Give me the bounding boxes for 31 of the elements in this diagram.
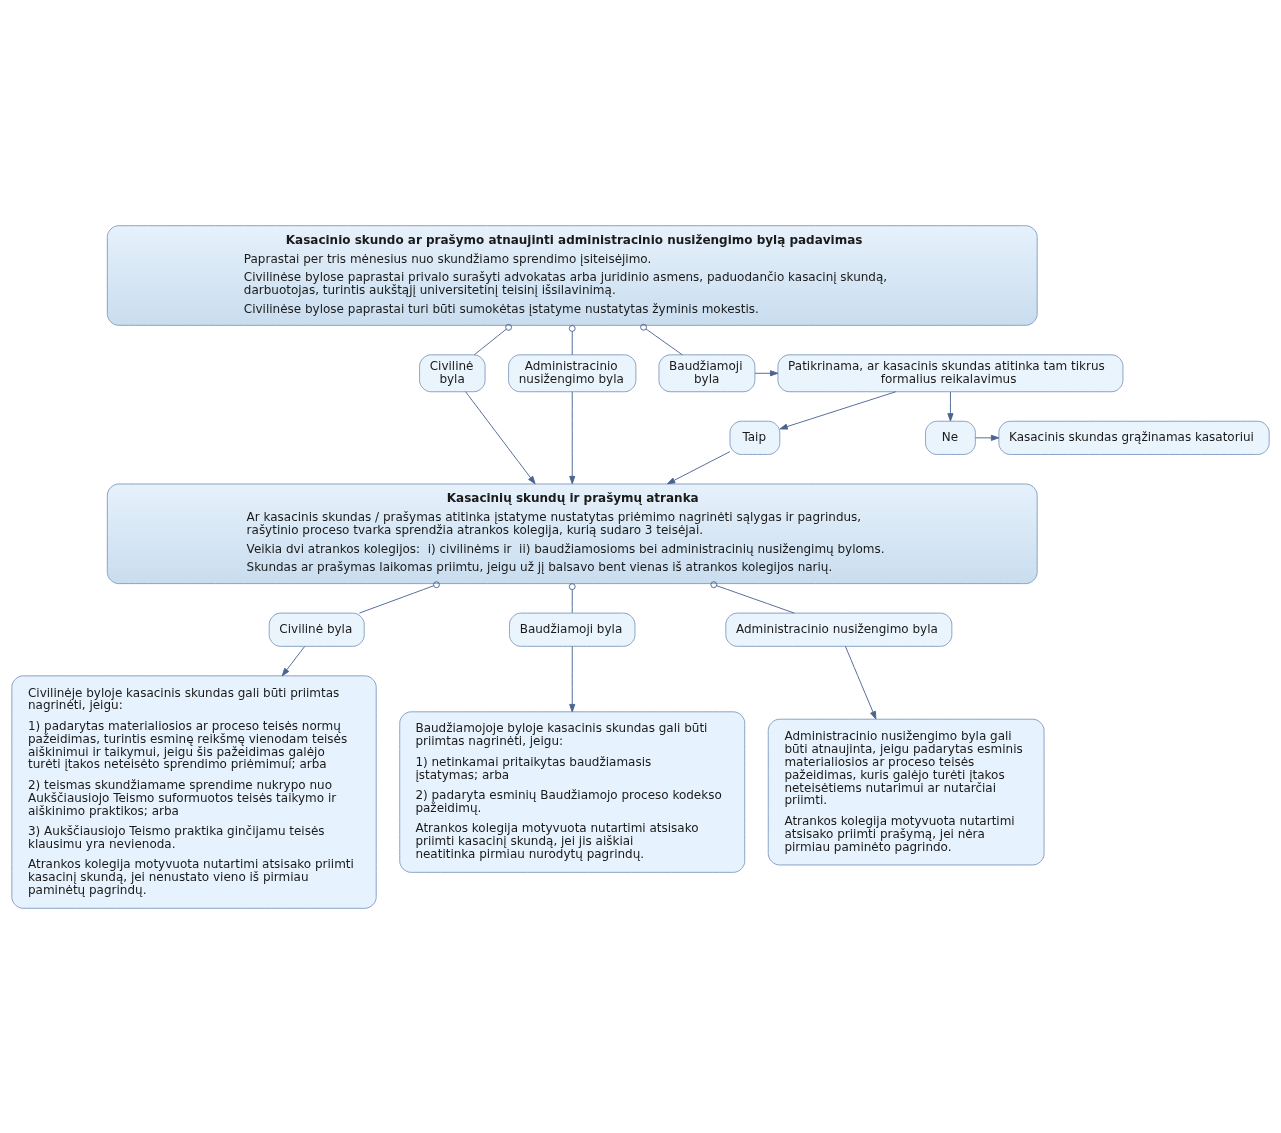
node-box: Civilinė byla: [419, 353, 486, 392]
node-box: Baudžiamoji byla: [509, 612, 636, 647]
arrow: [754, 369, 779, 376]
arrow: [844, 645, 877, 719]
node-box: Administracinio nusižengimo byla: [725, 612, 953, 647]
node-box: Ne: [925, 420, 976, 455]
arrow: [779, 390, 897, 430]
arrow: [569, 390, 576, 484]
connector: [358, 580, 440, 614]
arrow: [667, 450, 731, 484]
node-box: Taip: [729, 420, 781, 455]
node-box: Administracinio nusižengimo byla gali būti atnaujinta, jeigu padarytas esminis materialiosios ar proceso teisės pažeidimas, kuris galėjo turėti įtakos neteisėtiems nutarimui ar nutarčiai priimti. Atrankos kolegija motyvuota nutartimi atsisako priimti prašymą, jei nėra pirmiau paminėto pagrindo.: [767, 718, 1045, 865]
connector: [710, 580, 795, 614]
node-box: Civilinėje byloje kasacinis skundas gali būti priimtas nagrinėti, jeigu: 1) padarytas materialiosios ar proceso teisės normų pažeidimas, turintis esminę reikšmę vienodam teisės aiškinimui ir taikymui, jeigu šis pažeidimas galėjo turėti įtakos neteisėto sprendimo priėmimui; arba 2) teismas skundžiamame sprendime nukrypo nuo Aukščiausiojo Teismo suformuotos teisės taikymo ir aiškinimo praktikos; arba 3) Aukščiausiojo Teismo praktika ginčijamu teisės klausimu yra nevienoda. Atrankos kolegija motyvuota nutartimi atsisako priimti kasacinį skundą, jei nenustato vieno iš pirmiau paminėtų pagrindų.: [11, 674, 377, 909]
node-box: Baudžiamojoje byloje kasacinis skundas gali būti priimtas nagrinėti, jeigu: 1) netinkamai pritaikytas baudžiamasis įstatymas; arba 2) padaryta esminių Baudžiamojo proceso kodekso pažeidimų. Atrankos kolegija motyvuota nutartimi atsisako priimti kasacinį skundą, jei jis aiškiai neatitinka pirmiau nurodytų pagrindų.: [399, 710, 746, 873]
node-box: Civilinė byla: [268, 612, 365, 647]
connector: [568, 324, 576, 355]
node-box: Kasacinio skundo ar prašymo atnaujinti administracinio nusižengimo bylą padavimas Paprastai per tris mėnesius nuo skundžiamo sprendimo įsiteisėjimo. Civilinėse bylose paprastai privalo surašyti advokatas arba juridinio asmens, paduodančio kasacinį skundą, darbuotojas, turintis aukštąjį universitetinį teisinį išsilavinimą. Civilinėse bylose paprastai turi būti sumokėtas įstatyme nustatytas žyminis mokestis.: [106, 224, 1038, 326]
node-box: Patikrinama, ar kasacinis skundas atitinka tam tikrus formalius reikalavimus: [777, 353, 1124, 392]
node-box: Kasacinis skundas grąžinamas kasatoriui: [998, 420, 1270, 455]
node-box: Administracinio nusižengimo byla: [508, 353, 637, 392]
arrow: [281, 645, 306, 676]
arrow: [465, 390, 536, 484]
connector: [473, 323, 512, 355]
arrow: [975, 434, 1000, 441]
node-box: Baudžiamoji byla: [658, 353, 756, 392]
arrow: [947, 391, 954, 421]
arrow: [569, 645, 576, 712]
node-box: Kasacinių skundų ir prašymų atranka Ar kasacinis skundas / prašymas atitinka įstatyme nustatytas priėmimo nagrinėti sąlygas ir pagrindus, rašytinio proceso tvarka sprendžia atrankos kolegija, kurią sudaro 3 teisėjai. Veikia dvi atrankos kolegijos: i) civilinėms ir ii) baudžiamosioms bei administracinių nusižengimų byloms. Skundas ar prašymas laikomas priimtu, jeigu už jį balsavo bent vienas iš atrankos kolegijos narių.: [106, 483, 1038, 584]
connector: [568, 582, 576, 613]
connector: [640, 323, 683, 355]
